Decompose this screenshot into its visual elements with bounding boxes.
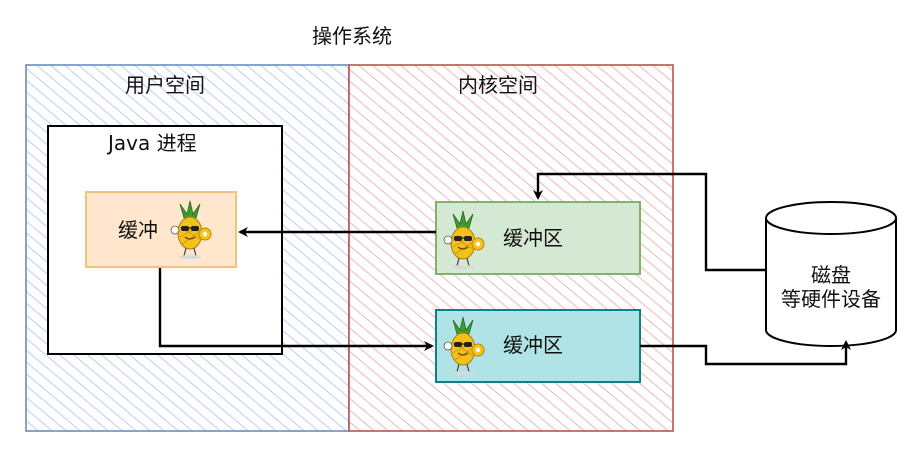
user-buffer-label: 缓冲 bbox=[118, 218, 158, 242]
kernel-buffer-read-label: 缓冲区 bbox=[503, 226, 563, 250]
kernel-buffer-write-label: 缓冲区 bbox=[503, 333, 563, 357]
arrow-user-buffer-to-kernel-buffer bbox=[158, 268, 434, 351]
user-buffer-box bbox=[85, 191, 237, 268]
arrow-kernel-buffer-to-disk bbox=[640, 340, 851, 366]
os-title: 操作系统 bbox=[312, 24, 392, 48]
user-space-label: 用户空间 bbox=[125, 73, 205, 97]
arrow-disk-to-kernel-buffer bbox=[533, 172, 766, 272]
disk-cylinder bbox=[765, 201, 897, 347]
disk-label-line1: 磁盘 bbox=[811, 263, 851, 287]
kernel-space-label: 内核空间 bbox=[458, 73, 538, 97]
java-process-label: Java 进程 bbox=[106, 131, 197, 155]
disk-label-line2: 等硬件设备 bbox=[781, 287, 881, 311]
